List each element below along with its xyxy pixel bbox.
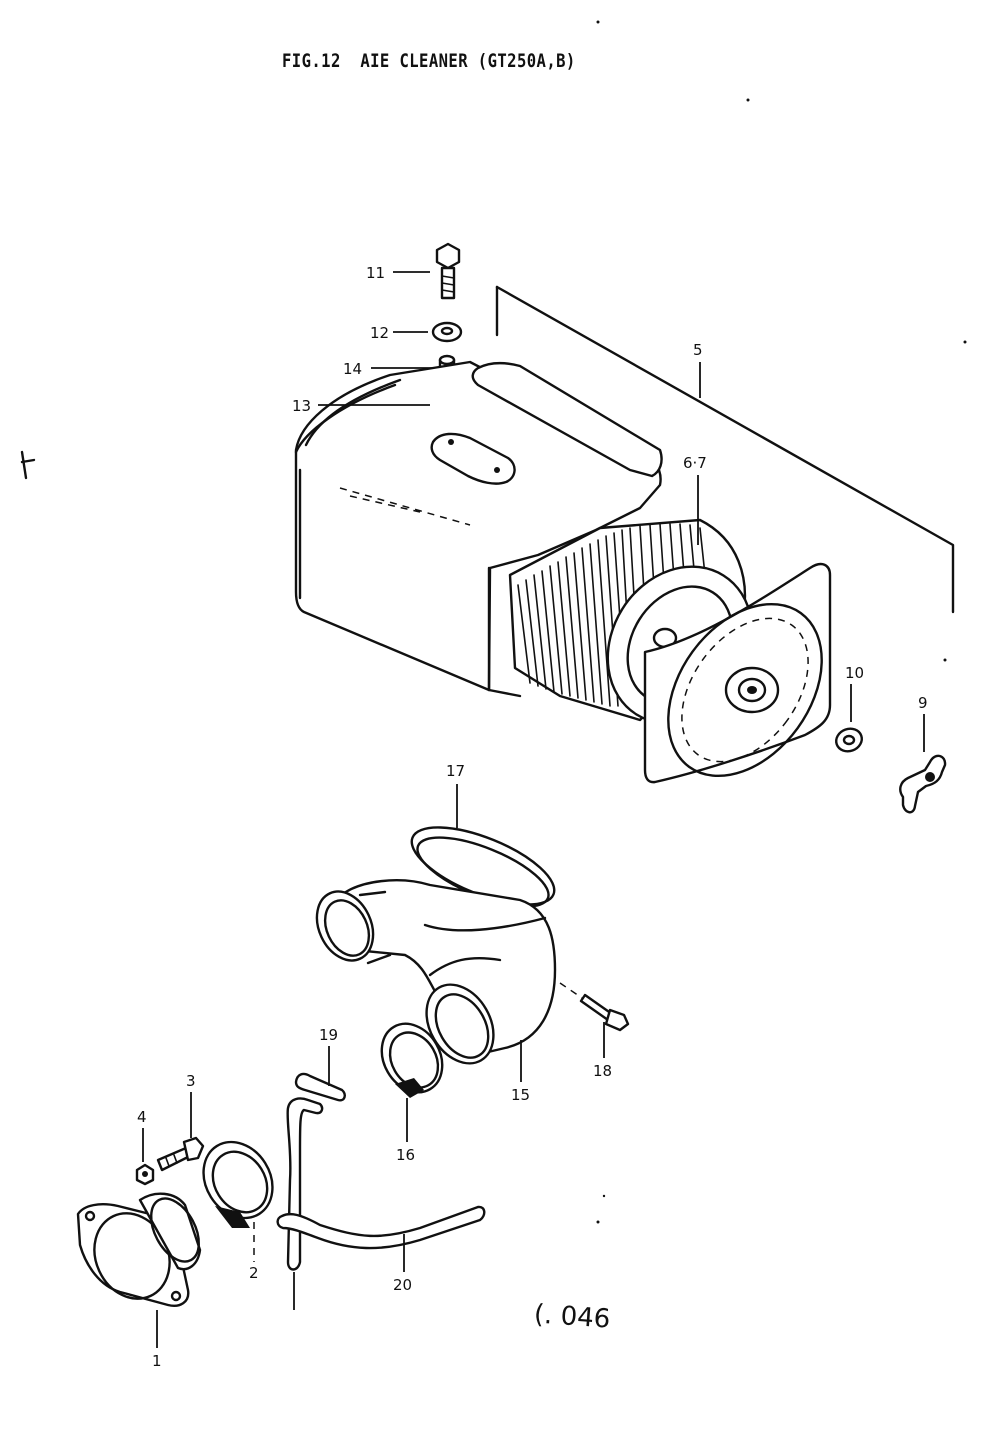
callout-14: 15 — [511, 1086, 530, 1104]
callout-5: 5 — [693, 341, 703, 359]
drawing-code: (. 046 — [533, 1299, 612, 1335]
callout-15: 16 — [396, 1146, 415, 1164]
callout-3: 3 — [186, 1072, 196, 1090]
scan-specks — [20, 20, 967, 1224]
washer-part-9 — [835, 727, 863, 753]
washer-part-11 — [431, 321, 463, 343]
bolt-part-3 — [156, 1136, 205, 1172]
bolt-part-17 — [559, 982, 630, 1032]
callout-8: 9 — [918, 694, 928, 712]
nut-part-4 — [135, 1163, 155, 1186]
callout-leaders — [142, 271, 925, 1348]
callout-13: 14 — [343, 360, 362, 378]
callout-18: 19 — [319, 1026, 338, 1044]
wing-nut-part-8 — [899, 754, 947, 814]
callout-9: 10 — [845, 664, 864, 682]
callout-19: 20 — [393, 1276, 412, 1294]
callout-4: 4 — [137, 1108, 147, 1126]
hose-part-19 — [276, 1205, 486, 1250]
assembly-bracket — [495, 285, 955, 614]
callout-1: 1 — [152, 1352, 162, 1370]
callout-17: 18 — [593, 1062, 612, 1080]
intake-pipe-part-1 — [76, 1192, 202, 1307]
hose-part-20 — [286, 1097, 324, 1271]
callout-16: 17 — [446, 762, 465, 780]
callout-numbers: 11 12 14 13 5 6·7 10 9 17 18 19 15 16 3 … — [137, 264, 928, 1370]
bolt-part-10 — [435, 242, 461, 300]
clamp-part-2 — [202, 1140, 274, 1228]
callout-11: 12 — [370, 324, 389, 342]
hose-part-18 — [294, 1072, 346, 1102]
callout-12: 13 — [292, 397, 311, 415]
callout-6-7: 6·7 — [683, 454, 707, 472]
callout-10: 11 — [366, 264, 385, 282]
air-cleaner-case — [294, 360, 663, 698]
clamp-part-15 — [380, 1022, 444, 1098]
callout-2: 2 — [249, 1264, 259, 1282]
air-cleaner-cover — [643, 562, 832, 784]
figure-title: FIG.12 AIE CLEANER (GT250A,B) — [282, 50, 576, 72]
intake-elbow-part-14 — [315, 879, 557, 1065]
